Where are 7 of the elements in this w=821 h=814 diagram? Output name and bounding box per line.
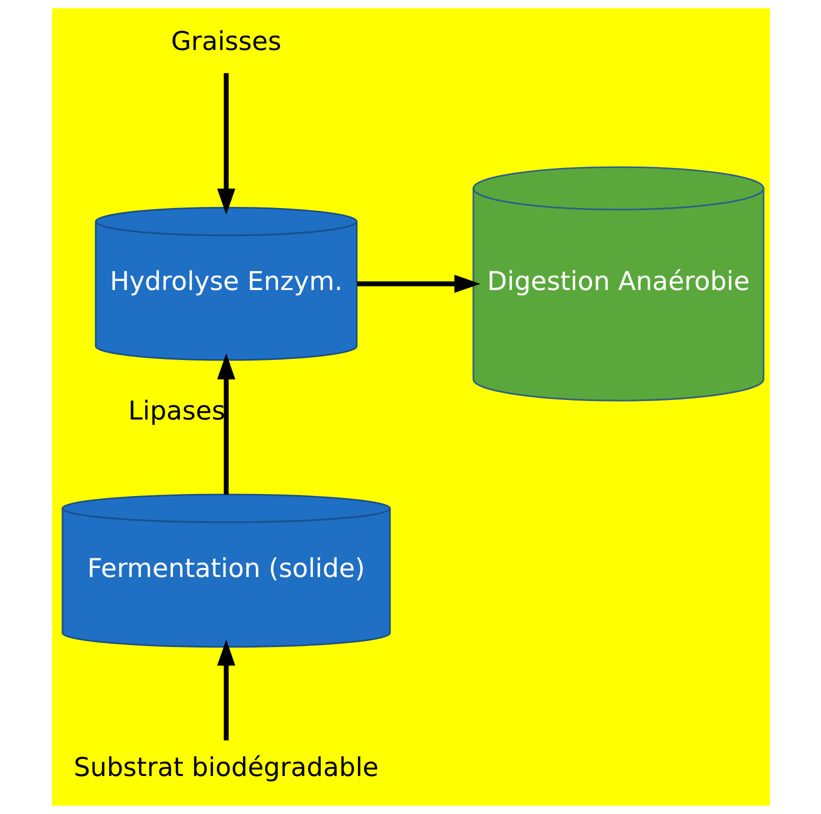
arrow: [216, 353, 235, 494]
arrow: [356, 274, 480, 293]
arrow: [216, 73, 235, 215]
node-text: Graisses: [170, 27, 281, 58]
edge-label: Lipases: [128, 396, 225, 427]
arrow: [216, 640, 235, 740]
node-text: Substrat biodégradable: [73, 753, 378, 784]
